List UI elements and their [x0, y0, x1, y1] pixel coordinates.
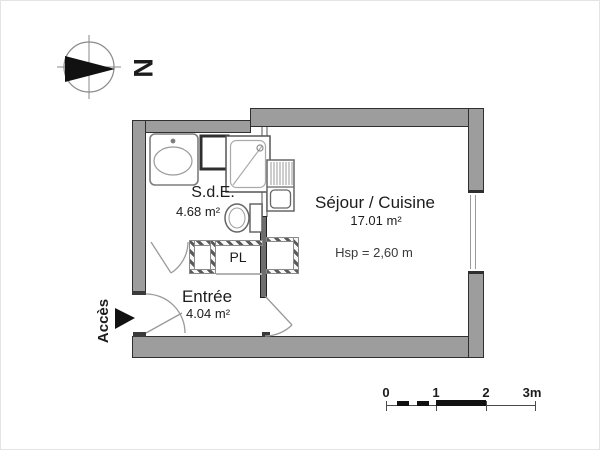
scale-segment-solid	[436, 400, 486, 406]
partition-sde-sejour	[261, 127, 268, 217]
closet-left-bottom	[189, 269, 216, 274]
partition-sde-bottom	[189, 240, 263, 246]
scale-tick-label: 1	[432, 385, 440, 400]
scale-segment-dash	[417, 401, 429, 406]
room-area-sejour: 17.01 m²	[350, 213, 402, 228]
closet-front-line	[216, 273, 262, 275]
scale-tick-label: 0	[382, 385, 390, 400]
room-area-entree: 4.04 m²	[185, 306, 231, 321]
compass-north-letter: N	[128, 58, 158, 78]
window-glazing-line	[475, 195, 476, 269]
window-glazing-line	[470, 195, 471, 269]
compass-icon	[57, 35, 121, 99]
partition-entree-sejour	[260, 216, 267, 298]
closet-right-bottom	[266, 269, 299, 274]
wall-bottom	[132, 336, 484, 358]
door-jamb	[133, 332, 146, 337]
scale-tick-label: 2	[482, 385, 490, 400]
room-area-sde: 4.68 m²	[175, 204, 221, 219]
scale-tick	[386, 401, 387, 411]
room-label-entree: Entrée	[181, 287, 233, 306]
door-swing-sejour	[264, 295, 293, 337]
room-label-placard: PL	[229, 249, 247, 265]
sink-icon	[149, 133, 199, 186]
toilet-icon	[224, 203, 263, 233]
scale-tick	[436, 401, 437, 411]
ceiling-height-note: Hsp = 2,60 m	[335, 245, 413, 260]
door-jamb	[132, 291, 146, 295]
wall-right-upper	[468, 108, 484, 191]
scale-tick	[486, 401, 487, 411]
access-label: Accès	[95, 298, 112, 344]
door-swing-sde	[150, 241, 189, 274]
scale-tick	[535, 401, 536, 411]
duct-icon	[199, 134, 230, 171]
scale-segment-dash	[397, 401, 409, 406]
room-label-sde: S.d.E.	[191, 184, 235, 201]
wall-left	[132, 120, 146, 294]
window	[468, 191, 484, 273]
wall-top-right	[250, 108, 484, 127]
door-swing-acces	[145, 293, 186, 334]
wall-top-left	[132, 120, 251, 133]
scale-tick-label: 3m	[522, 385, 542, 400]
room-label-sejour: Séjour / Cuisine	[314, 193, 436, 212]
kitchen-sink-icon	[266, 159, 295, 212]
access-arrow-icon	[115, 308, 135, 329]
wall-right-lower	[468, 273, 484, 358]
door-jamb	[262, 332, 270, 337]
